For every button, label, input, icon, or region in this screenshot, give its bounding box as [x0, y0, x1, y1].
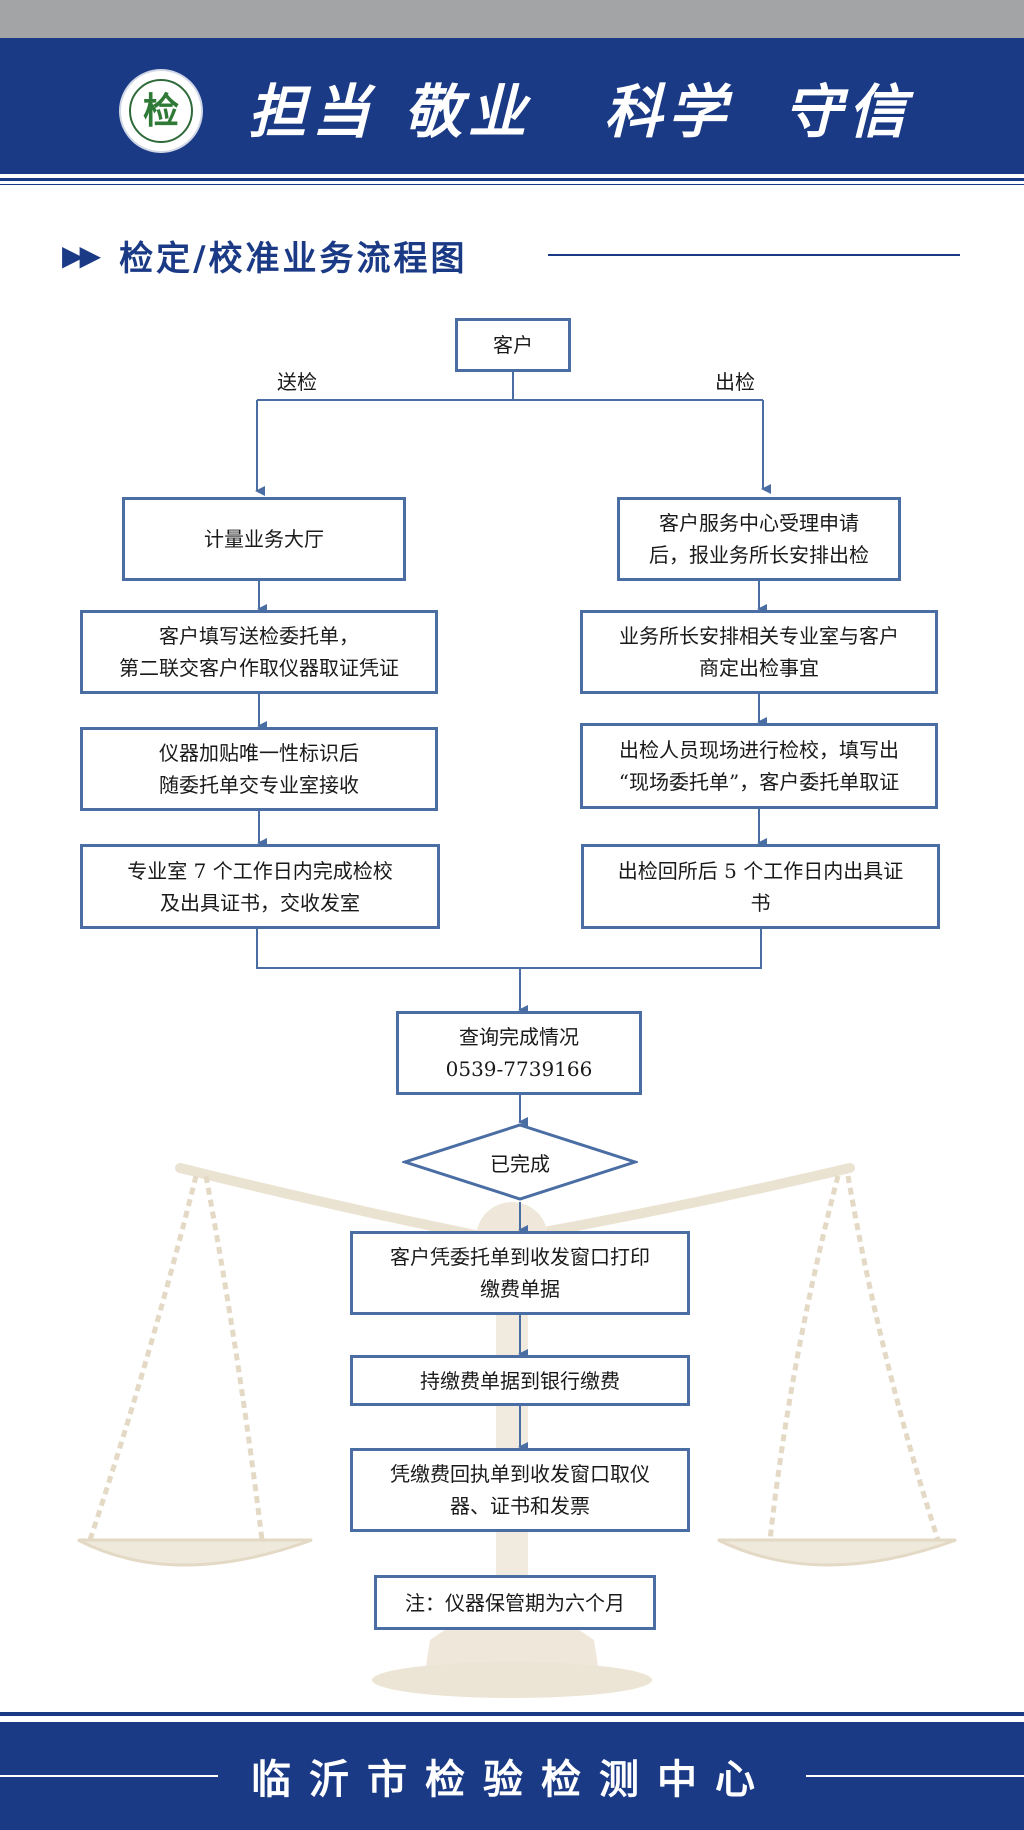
storage-note: 注：仪器保管期为六个月: [374, 1575, 656, 1630]
bank-payment-step: 持缴费单据到银行缴费: [350, 1355, 690, 1406]
footer-right-rule: [806, 1775, 1024, 1777]
left-step-1: 计量业务大厅: [122, 497, 406, 581]
right-step-3: 出检人员现场进行检校，填写出 “现场委托单”，客户委托单取证: [580, 723, 938, 809]
header-divider: [0, 178, 1024, 181]
left-step-3: 仪器加贴唯一性标识后 随委托单交专业室接收: [80, 727, 438, 811]
completed-decision-diamond: [402, 1123, 638, 1201]
slogan-1: 担当: [248, 78, 377, 146]
section-title: 检定/校准业务流程图: [119, 238, 468, 279]
right-step-1: 客户服务中心受理申请 后，报业务所长安排出检: [617, 497, 901, 581]
slogan-2: 敬业: [404, 78, 533, 146]
branch-label-send: 送检: [277, 370, 317, 394]
footer-divider: [0, 1712, 1024, 1716]
collect-items-step: 凭缴费回执单到收发窗口取仪 器、证书和发票: [350, 1448, 690, 1532]
branch-label-onsite: 出检: [715, 370, 755, 394]
section-heading: ▶▶ 检定/校准业务流程图: [62, 230, 468, 280]
header-divider-thin: [0, 184, 1024, 185]
double-arrow-icon: ▶▶: [62, 238, 101, 272]
section-title-rule: [548, 254, 960, 256]
print-bill-step: 客户凭委托单到收发窗口打印 缴费单据: [350, 1231, 690, 1315]
left-step-2: 客户填写送检委托单， 第二联交客户作取仪器取证凭证: [80, 610, 438, 694]
slogan-3: 科学: [604, 78, 733, 146]
top-gray-strip: [0, 0, 1024, 38]
slogan-4: 守信: [784, 78, 913, 146]
footer-left-rule: [0, 1775, 218, 1777]
right-step-4: 出检回所后 5 个工作日内出具证 书: [581, 844, 940, 929]
start-customer-box: 客户: [455, 318, 571, 372]
org-logo: 检: [119, 69, 203, 153]
logo-char: 检: [142, 90, 179, 132]
right-step-2: 业务所长安排相关专业室与客户 商定出检事宜: [580, 610, 938, 694]
footer-org-name: 临沂市检验检测中心: [251, 1756, 773, 1803]
decision-label: 已完成: [490, 1151, 550, 1176]
query-status-box: 查询完成情况 0539-7739166: [396, 1011, 642, 1095]
left-step-4: 专业室 7 个工作日内完成检校 及出具证书，交收发室: [80, 844, 440, 929]
logo-emblem: 检: [129, 79, 193, 143]
